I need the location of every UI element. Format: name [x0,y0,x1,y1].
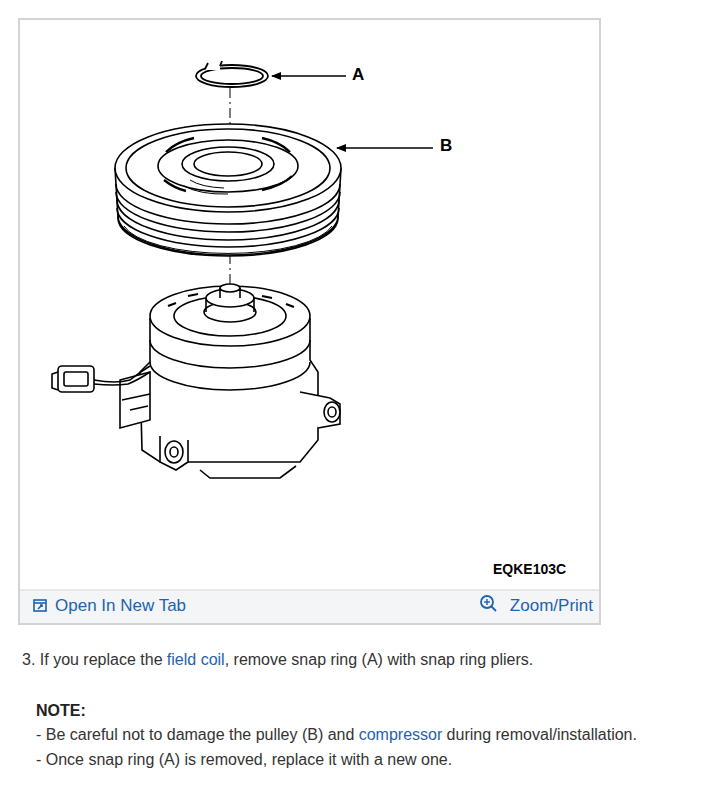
callout-letter: A [352,65,364,85]
pulley [115,124,341,256]
link-text: field coil [167,651,225,668]
note-text: - Once snap ring (A) is removed, replace… [36,750,452,769]
toolbar-link: Open In New Tab [55,596,186,616]
step-text: , remove snap ring (A) with snap ring pl… [225,651,534,668]
figure-frame [19,19,600,624]
figure-code: EQKE103C [493,561,566,578]
callout-letter: B [440,136,452,156]
compressor [52,284,340,478]
open-tab-icon [34,600,46,611]
leader-line [272,75,346,76]
step-text: 3. If you replace the [22,651,163,668]
note-text: - Be careful not to damage the pulley (B… [36,726,354,743]
leader-line [337,147,433,148]
note-text: during removal/installation. [447,726,637,743]
center-line [230,88,231,128]
figure-toolbar [20,590,599,623]
toolbar-link: Zoom/Print [510,596,593,616]
note-heading: NOTE: [36,701,86,720]
link-text: compressor [359,726,443,743]
note-text: - Be careful not to damage the pulley (B… [36,725,637,744]
zoom-icon [481,596,496,611]
step-text: 3. If you replace thefield coil, remove … [22,650,533,669]
snap-ring [196,61,268,87]
